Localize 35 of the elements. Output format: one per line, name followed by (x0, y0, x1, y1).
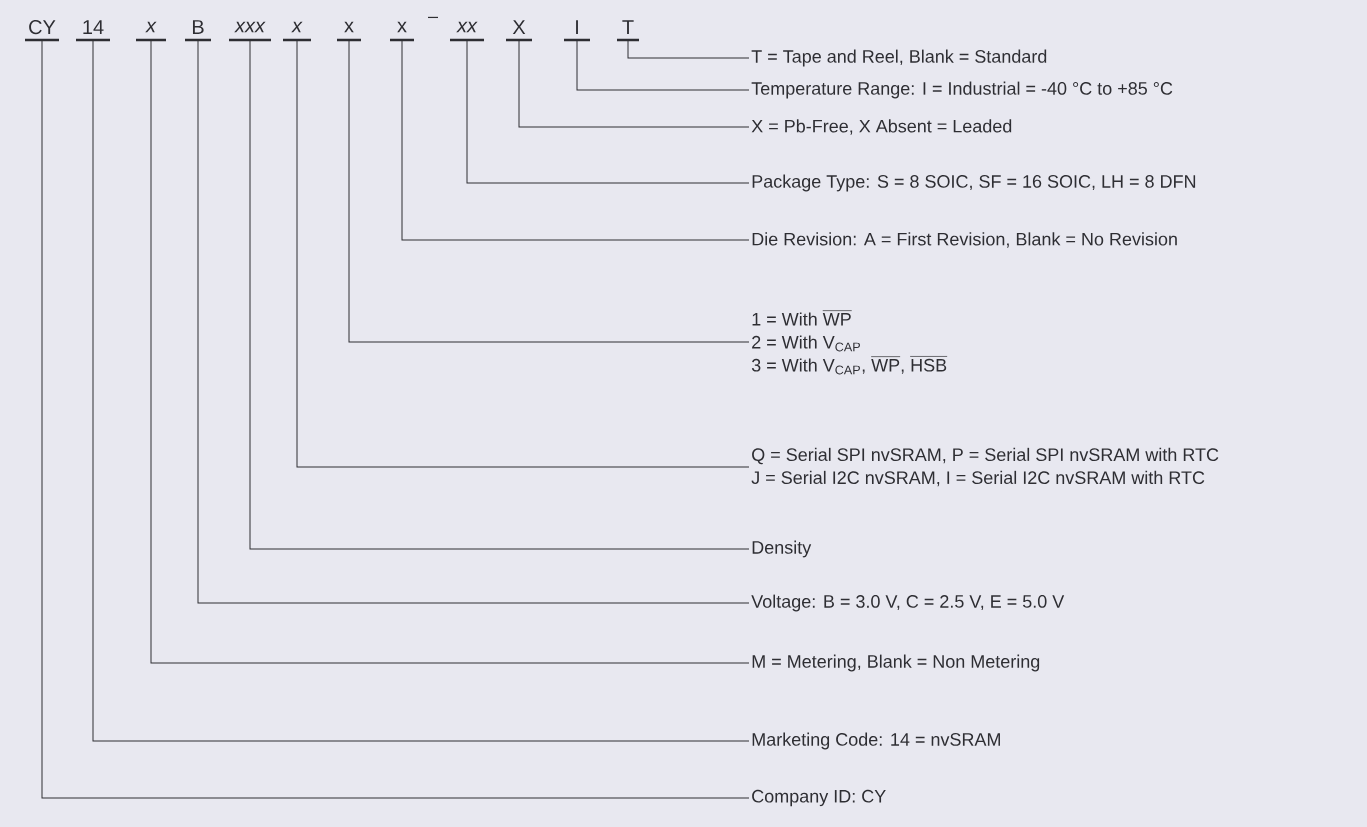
leader-line (150, 39, 750, 664)
separator-dash: – (428, 16, 438, 19)
code-segment: xxx (229, 21, 271, 42)
description-text: Temperature Range: I = Industrial = -40 °C to +85 °C (751, 81, 1173, 99)
description-text: Density (752, 540, 812, 558)
description-text: Marketing Code: 14 = nvSRAM (752, 732, 1000, 750)
leader-line (249, 39, 750, 550)
leader-line (401, 39, 750, 241)
code-segment: xx (450, 21, 484, 42)
code-segment: B (185, 20, 211, 42)
code-segment: CY (25, 20, 59, 42)
leader-line (296, 39, 750, 468)
leader-line (466, 39, 750, 184)
description-text: Company ID: CY (752, 789, 886, 807)
description-text: Voltage: B = 3.0 V, C = 2.5 V, E = 5.0 V (751, 594, 1065, 612)
code-segment: X (506, 20, 532, 42)
code-segment: x (283, 21, 311, 42)
leader-line (576, 39, 750, 91)
leader-line (518, 39, 750, 128)
description-text: Q = Serial SPI nvSRAM, P = Serial SPI nvSRAM with RTC J = Serial I2C nvSRAM, I = Serial I2C nvSRAM with RTC (751, 447, 1219, 487)
leader-line (627, 39, 750, 59)
description-text: T = Tape and Reel, Blank = Standard (751, 49, 1047, 67)
code-segment: T (617, 20, 639, 42)
description-text: X = Pb-Free, X Absent = Leaded (751, 119, 1012, 135)
description-text: Package Type: S = 8 SOIC, SF = 16 SOIC, LH = 8 DFN (752, 174, 1196, 192)
leader-line (197, 39, 750, 604)
description-text: $\text{1 = With }\overline{\text{WP}}$ 2 = With V$_{CAP}$ $\text{3 = With V}_{\text{CAP}}\text{, }\overline{\text{WP}}\text{, }\overline{\text{HSB}}$ (751, 310, 948, 375)
code-segment: x (136, 21, 166, 42)
description-text: Die Revision: A = First Revision, Blank = No Revision (752, 232, 1177, 248)
leader-line (348, 39, 750, 343)
code-segment: I (564, 20, 590, 42)
code-segment: x (390, 21, 414, 42)
code-segment: 14 (76, 20, 110, 42)
code-segment: x (337, 21, 361, 42)
description-text: M = Metering, Blank = Non Metering (752, 654, 1040, 672)
